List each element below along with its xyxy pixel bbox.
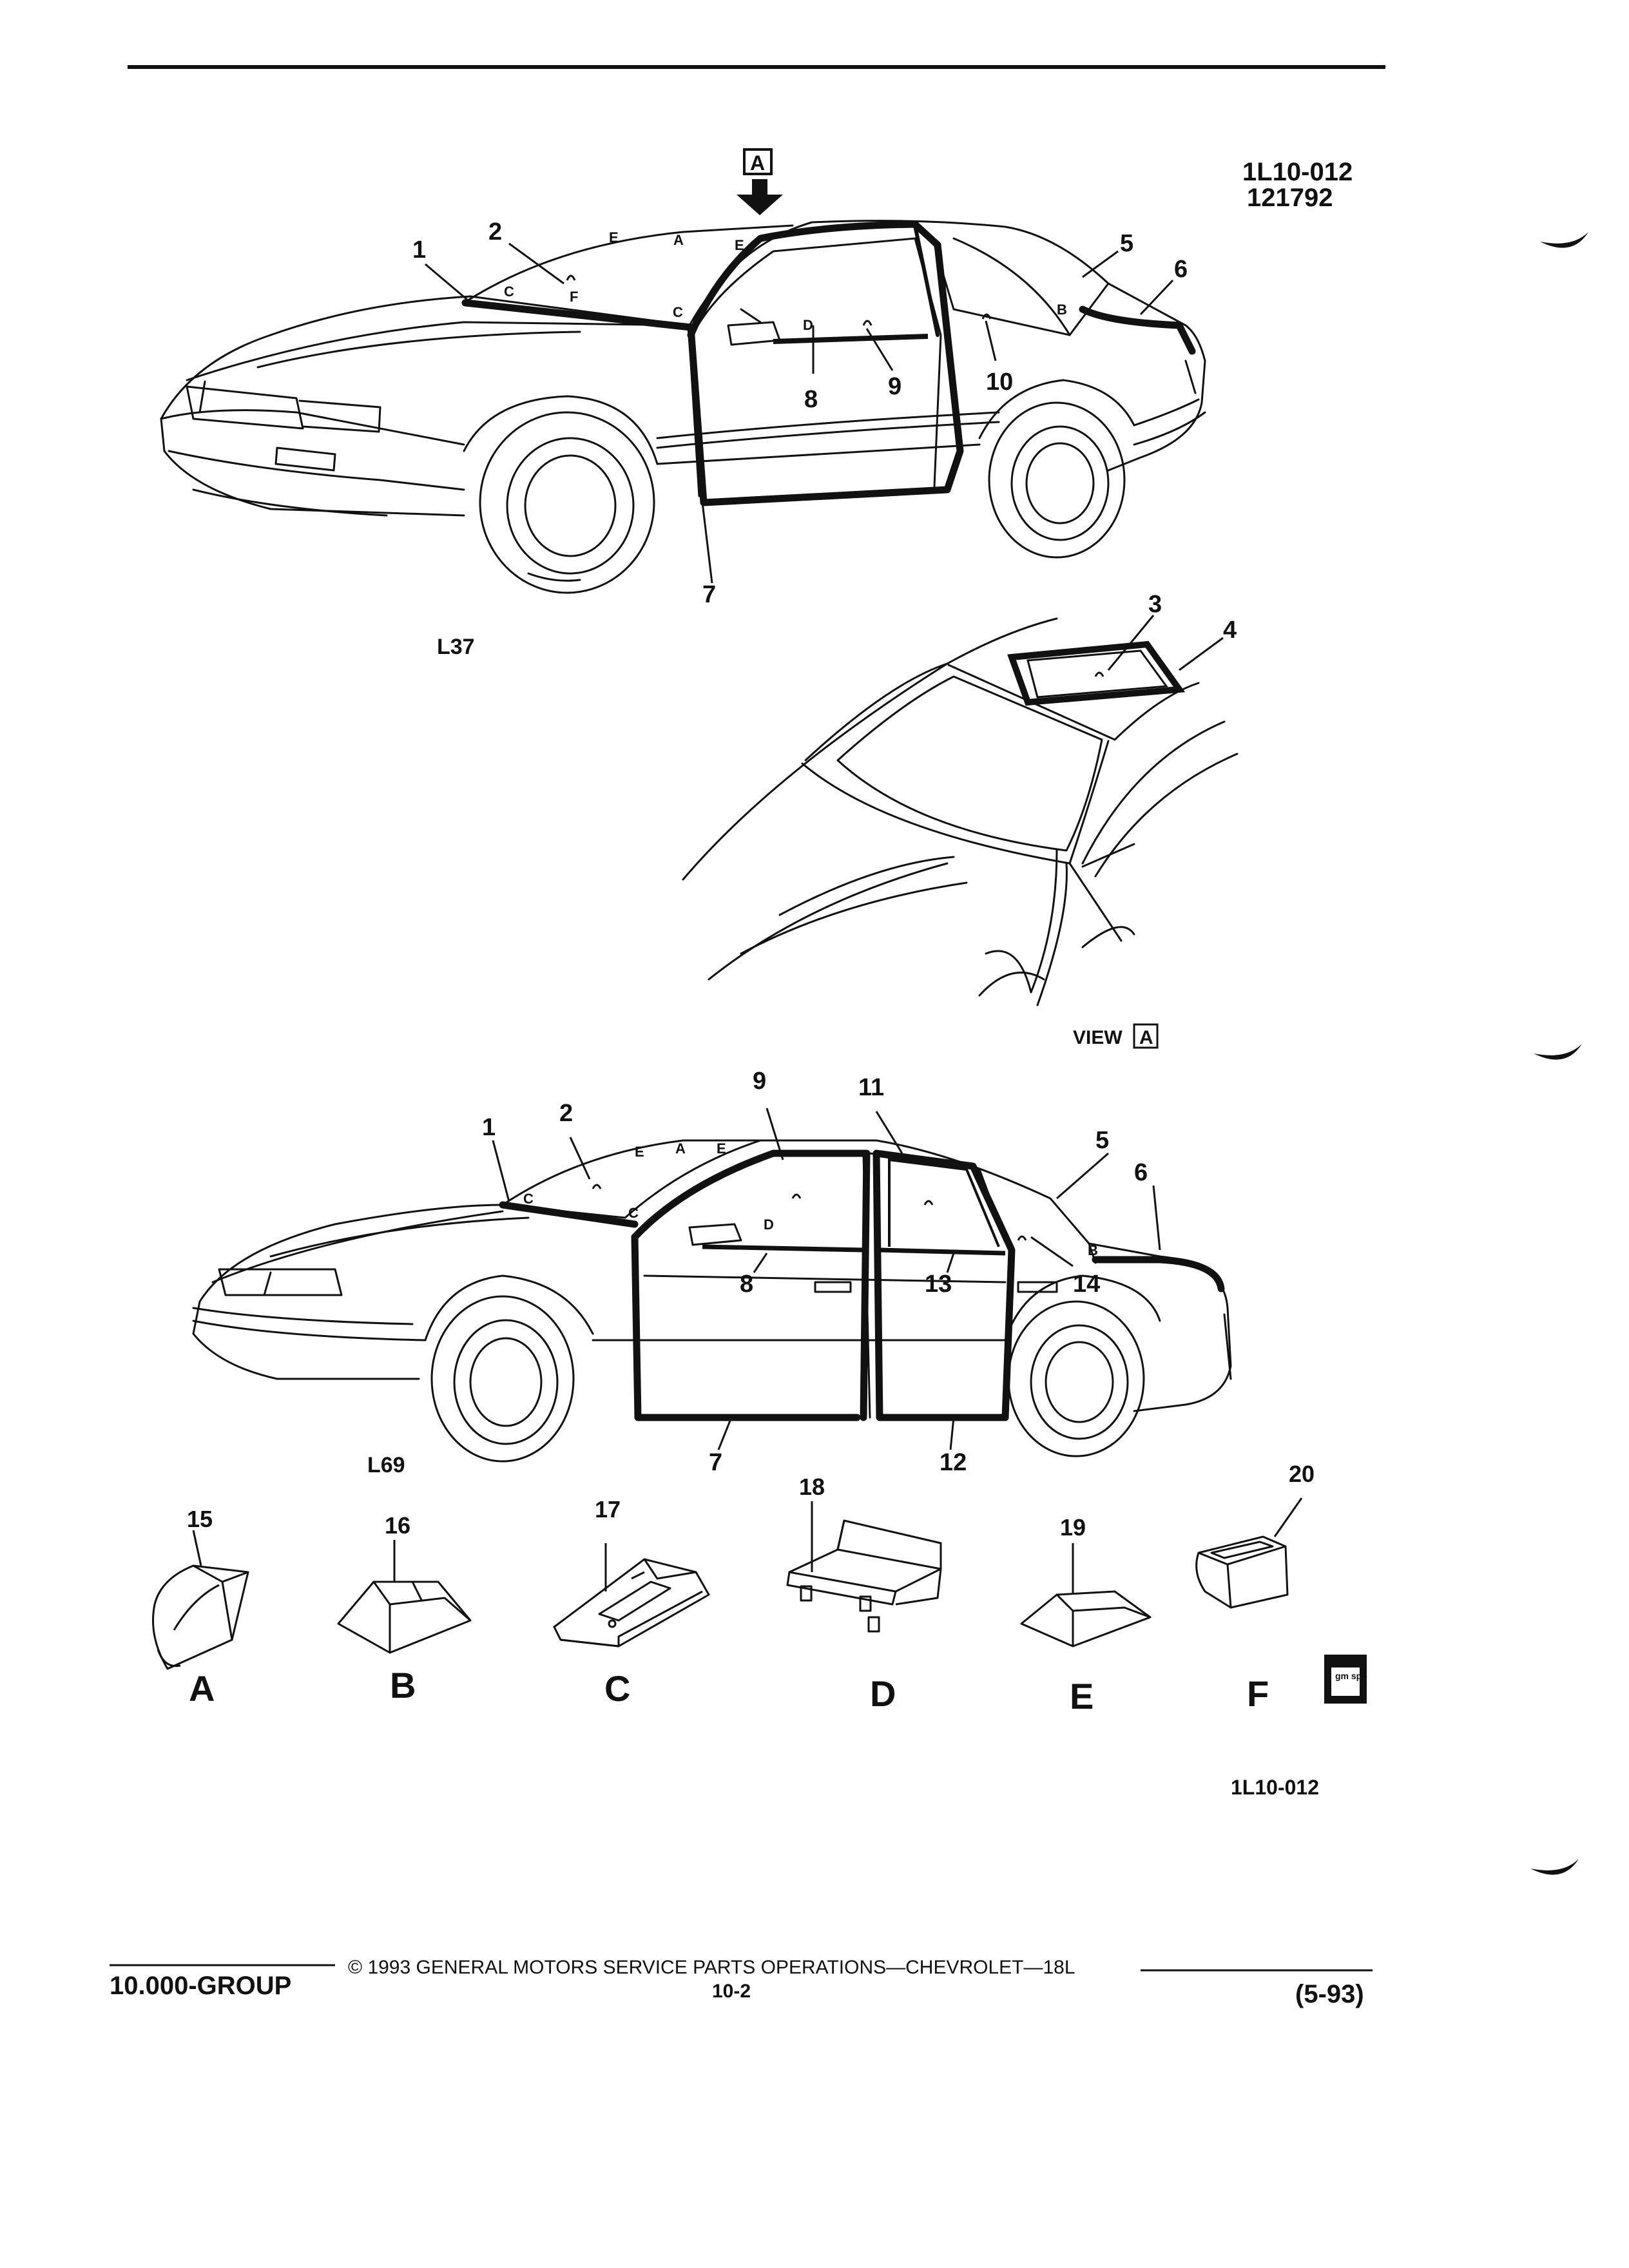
sedan-clip-letter-d: D bbox=[764, 1216, 774, 1233]
sedan-clip-letter-c1: C bbox=[523, 1191, 534, 1207]
sedan-seal-front-door bbox=[631, 1149, 871, 1421]
footer-group: 10.000-GROUP bbox=[110, 1972, 291, 2000]
gm-spo-logo: gm spo bbox=[1324, 1655, 1367, 1704]
coupe-seals bbox=[461, 220, 1196, 506]
coupe-callout-5: 5 bbox=[1120, 230, 1133, 257]
footer-page: 10-2 bbox=[712, 1981, 751, 2002]
coupe-clip-letter-f: F bbox=[570, 289, 578, 305]
clip-drawings bbox=[152, 1497, 1303, 1670]
clip-number-18: 18 bbox=[799, 1474, 825, 1500]
sedan-roof-letter-a: A bbox=[675, 1140, 686, 1157]
sedan-callout-9: 9 bbox=[753, 1068, 766, 1095]
coupe-window-seal bbox=[773, 334, 929, 344]
coupe-roof-letter-e2: E bbox=[735, 237, 744, 253]
sedan-clip-letter-b: B bbox=[1088, 1242, 1098, 1258]
coupe-roof-letter-a: A bbox=[673, 232, 684, 248]
footer-copyright: © 1993 GENERAL MOTORS SERVICE PARTS OPER… bbox=[348, 1957, 1075, 1978]
coupe-callout-1: 1 bbox=[412, 236, 426, 264]
clip-number-16: 16 bbox=[385, 1512, 410, 1539]
seal-door-perimeter bbox=[687, 220, 964, 494]
sedan-clip-letter-c2: C bbox=[628, 1205, 639, 1221]
sedan-callout-12: 12 bbox=[940, 1449, 967, 1476]
coupe-model-code: L37 bbox=[437, 635, 475, 659]
coupe-callout-7: 7 bbox=[702, 581, 716, 608]
sedan-seal-front-door-lower bbox=[631, 1233, 861, 1421]
coupe-clip-letter-b: B bbox=[1057, 302, 1067, 318]
clip-number-15: 15 bbox=[187, 1506, 213, 1532]
sedan-callout-7: 7 bbox=[709, 1449, 722, 1476]
clip-letter-d: D bbox=[870, 1673, 896, 1714]
clip-letter-e: E bbox=[1070, 1676, 1094, 1716]
sedan-roof-letter-e2: E bbox=[717, 1140, 726, 1157]
view-a-callout-4: 4 bbox=[1223, 617, 1237, 644]
clip-letter-b: B bbox=[390, 1665, 416, 1706]
figure-ref: 1L10-012 bbox=[1231, 1776, 1319, 1799]
coupe-leaders bbox=[425, 242, 1174, 584]
coupe-clip-letter-d: D bbox=[803, 317, 813, 333]
coupe-callout-6: 6 bbox=[1174, 256, 1188, 283]
clip-letter-f: F bbox=[1247, 1673, 1269, 1714]
footer-date: (5-93) bbox=[1295, 1980, 1364, 2008]
sedan-callout-6: 6 bbox=[1134, 1159, 1148, 1186]
sedan-callout-5: 5 bbox=[1095, 1127, 1109, 1154]
seal-door-lower bbox=[687, 323, 951, 506]
sedan-model-code: L69 bbox=[367, 1453, 405, 1477]
clip-number-17: 17 bbox=[595, 1496, 621, 1523]
clip-number-19: 19 bbox=[1060, 1514, 1086, 1541]
clip-number-20: 20 bbox=[1289, 1461, 1315, 1487]
clip-e-drawing bbox=[1020, 1590, 1152, 1648]
coupe-callout-10: 10 bbox=[986, 369, 1013, 396]
view-a-marker: A bbox=[1139, 1027, 1153, 1048]
clip-letter-a: A bbox=[189, 1668, 215, 1709]
view-a-drawing bbox=[682, 617, 1239, 1006]
coupe-drawing bbox=[160, 220, 1206, 594]
clip-a-drawing bbox=[152, 1564, 249, 1670]
clip-d-drawing bbox=[786, 1519, 942, 1633]
sedan-callout-14: 14 bbox=[1073, 1271, 1100, 1298]
sedan-seal-rear-door bbox=[872, 1149, 1016, 1421]
logo-text: gm spo bbox=[1335, 1671, 1367, 1681]
coupe-callout-2: 2 bbox=[488, 218, 502, 245]
sedan-seal-windshield-lower bbox=[499, 1201, 639, 1228]
sedan-roof-letter-e1: E bbox=[635, 1144, 644, 1160]
coupe-callout-8: 8 bbox=[804, 386, 818, 413]
sedan-callout-2: 2 bbox=[559, 1100, 573, 1127]
clip-letter-c: C bbox=[604, 1668, 630, 1709]
sedan-leaders bbox=[492, 1108, 1161, 1450]
sedan-drawing bbox=[192, 1139, 1232, 1463]
figure-id: 1L10-012 bbox=[1242, 158, 1353, 186]
sedan-callout-8: 8 bbox=[740, 1271, 753, 1298]
view-a-label: VIEW bbox=[1073, 1027, 1123, 1048]
seal-rear-window bbox=[1079, 305, 1196, 355]
sedan-callout-11: 11 bbox=[858, 1074, 884, 1101]
view-a-callout-3: 3 bbox=[1148, 591, 1162, 618]
coupe-callout-9: 9 bbox=[888, 373, 901, 400]
figure-date: 121792 bbox=[1247, 184, 1333, 212]
seal-windshield-lower bbox=[461, 299, 695, 331]
sedan-callout-13: 13 bbox=[925, 1271, 952, 1298]
view-a-arrow: A bbox=[737, 148, 783, 215]
coupe-roof-letter-e1: E bbox=[609, 229, 619, 245]
sunroof-glass bbox=[1027, 649, 1168, 698]
clip-f-drawing bbox=[1195, 1535, 1289, 1609]
sunroof-seal bbox=[1007, 640, 1186, 706]
binder-marks bbox=[1530, 232, 1588, 1875]
sedan-seal-rear-door-lower bbox=[872, 1149, 1009, 1421]
coupe-clip-letter-c1: C bbox=[504, 284, 514, 300]
coupe-clip-letter-c2: C bbox=[673, 304, 683, 320]
sedan-seal-rear-window bbox=[1092, 1256, 1225, 1293]
sedan-seals bbox=[499, 1149, 1225, 1421]
sedan-callout-1: 1 bbox=[482, 1114, 496, 1141]
clip-c-drawing bbox=[553, 1558, 710, 1648]
view-marker-box: A bbox=[750, 151, 765, 175]
clip-b-drawing bbox=[337, 1581, 472, 1654]
